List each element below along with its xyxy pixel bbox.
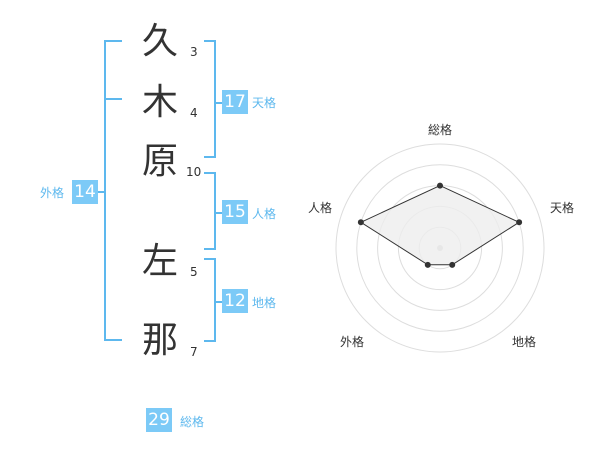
radar-point-3	[449, 261, 456, 268]
stroke-count-2: 4	[190, 106, 198, 120]
radar-ring	[356, 164, 524, 332]
radar-axis-label-gaikaku: 外格	[340, 335, 365, 349]
stroke-count-5: 7	[190, 345, 198, 359]
chikaku-value: 12	[222, 289, 248, 313]
tenkaku-value: 17	[222, 90, 248, 114]
radar-point-5	[357, 219, 364, 226]
soukaku-label: 総格	[180, 415, 205, 429]
gaikaku-value: 14	[72, 180, 98, 204]
gaikaku-label: 外格	[40, 186, 65, 200]
radar-ring	[335, 143, 545, 353]
radar-point-4	[424, 261, 431, 268]
stroke-count-1: 3	[190, 45, 198, 59]
name-char-2: 木	[141, 82, 178, 123]
chikaku-label: 地格	[252, 296, 277, 310]
jinkaku-value: 15	[222, 200, 248, 224]
radar-polygon	[359, 185, 521, 266]
radar-point-1	[437, 182, 443, 189]
tenkaku-label: 天格	[252, 96, 277, 110]
soukaku-value: 29	[146, 408, 172, 432]
name-char-5: 那	[141, 320, 178, 361]
radar-axis-label-tenkaku: 天格	[550, 201, 575, 215]
radar-point-2	[516, 219, 523, 226]
stroke-count-4: 5	[190, 265, 198, 279]
radar-axis-label-chikaku: 地格	[512, 335, 537, 349]
name-char-1: 久	[141, 21, 178, 62]
radar-axis-label-jinkaku: 人格	[308, 201, 333, 215]
radar-axis-label-soukaku: 総格	[428, 123, 453, 137]
name-char-4: 左	[141, 241, 178, 282]
name-char-3: 原	[141, 141, 178, 182]
stroke-count-3: 10	[186, 165, 202, 179]
jinkaku-label: 人格	[252, 207, 277, 221]
